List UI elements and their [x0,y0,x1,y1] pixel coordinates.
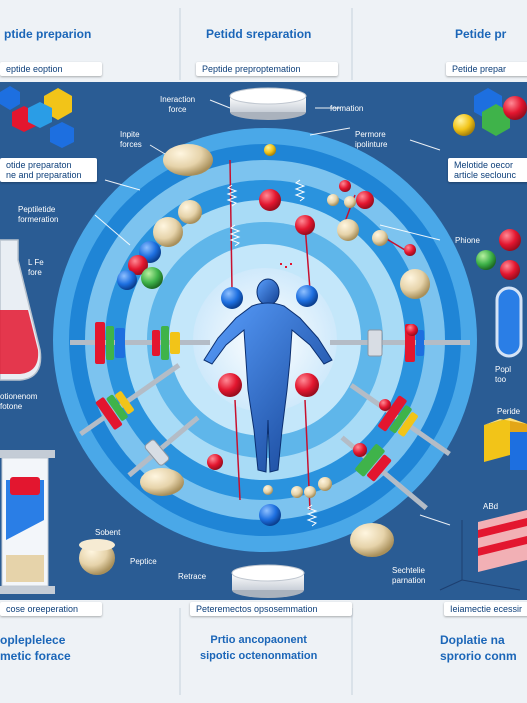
dumbbell-left [95,322,180,364]
footer-box-right: Ieiamectie ecessir [444,602,527,616]
annotation-retrace: Retrace [178,572,207,581]
header-right-title: Petide pr [455,27,507,41]
label-box-left-top: eptide eoption [0,62,102,76]
header-left-title: ptide preparion [4,27,92,41]
central-athlete-figure [203,278,333,473]
label-box-right-top: Petide prepar [446,62,527,76]
annotation-interaction-force: Ineraction force [160,95,196,114]
annotation-peptide-formation: Peptiletide formeration [18,205,59,224]
annotation-sobent: Sobent [95,528,121,537]
annotation-abd: ABd [483,502,499,511]
header-center-title: Petidd sreparation [206,27,312,41]
label-box-left-mid: otide preparaton ne and preparation [0,158,97,182]
label-box-right-mid: Melotide oecor article seclounc [448,158,527,182]
footer-center-text: Prtio ancopaonent sipotic octenonmation [200,634,318,662]
footer-box-center: Peteremectos opsosemmation [190,602,352,616]
layered-block-icon [439,510,527,591]
annotation-formation: formation [330,104,364,113]
annotation-peptice: Peptice [130,557,157,566]
footer-left-text: opleplelece metic forace [0,633,71,663]
capsule-icon [495,286,523,358]
beaker-icon [0,239,42,381]
annotation-left-lower-caption: otionenom fotone [0,392,38,411]
hexagon-molecule-icon-left [0,86,74,148]
annotation-phione: Phione [455,236,480,245]
footer-right-text: Doplatie na sprorio conm [440,633,517,663]
annotation-permore-ipolinture: Permore ipolinture [355,130,388,149]
footer-box-left: cose oreeperation [0,602,102,616]
label-box-center-top: Peptide preproptemation [196,62,338,76]
hexagon-molecule-icon-right [453,88,527,136]
cube-icon [484,418,527,470]
annotation-seeterie: Sechtelie parnation [392,566,426,585]
annotation-right-lower-caption: Popl too [495,365,512,384]
annotation-right-mid-caption: Peride [497,407,521,416]
annotation-life-force: L Fe fore [28,258,44,277]
hourglass-icon [0,450,55,594]
annotation-inpite-forces: Inpite forces [120,130,142,149]
